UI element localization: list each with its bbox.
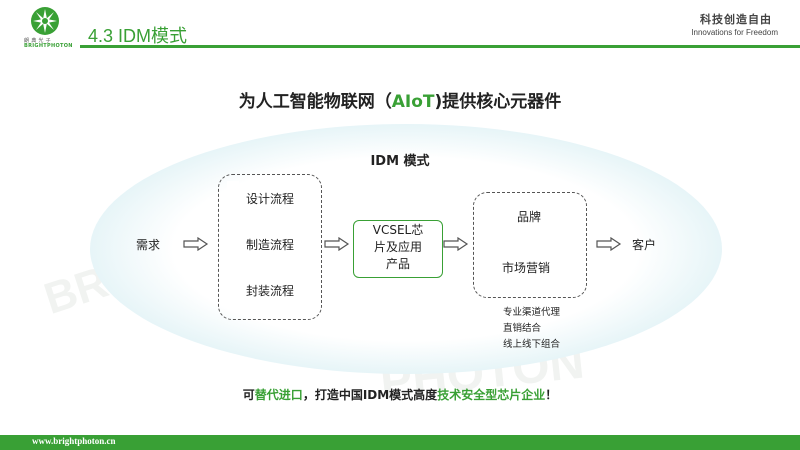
demand-label: 需求	[136, 238, 161, 252]
logo-chinese-name: 朗 典 光 子	[24, 38, 51, 44]
header-divider	[80, 45, 800, 48]
section-title: 4.3 IDM模式	[88, 26, 188, 46]
arrow-right-icon	[443, 237, 469, 251]
slogan-english: Innovations for Freedom	[691, 28, 778, 37]
marketing-sales: 市场营销	[502, 261, 551, 275]
arrow-right-icon	[183, 237, 209, 251]
customer-label: 客户	[632, 238, 657, 252]
marketing-brand: 品牌	[517, 210, 542, 224]
channel-item: 线上线下组合	[503, 339, 561, 350]
process-step-manufacture: 制造流程	[246, 238, 295, 252]
channel-item: 专业渠道代理	[503, 307, 561, 318]
process-group-divider	[227, 181, 239, 309]
product-label: VCSEL芯 片及应用 产品	[372, 223, 424, 271]
headline: 为人工智能物联网（AIoT)提供核心元器件	[238, 92, 562, 112]
diagram-title: IDM 模式	[370, 154, 430, 169]
process-step-design: 设计流程	[246, 192, 295, 206]
brightphoton-logo-icon	[31, 7, 59, 35]
website-url: www.brightphoton.cn	[32, 436, 116, 446]
headline-accent: AIoT	[391, 92, 435, 112]
logo-english-name: BRIGHTPHOTON	[24, 43, 73, 49]
slogan-chinese: 科技创造自由	[700, 13, 772, 26]
bottom-statement: 可替代进口，打造中国IDM模式高度技术安全型芯片企业！	[242, 388, 558, 402]
product-box	[353, 220, 443, 278]
channel-item: 直销结合	[503, 323, 542, 334]
arrow-right-icon	[324, 237, 350, 251]
process-step-package: 封装流程	[246, 284, 295, 298]
process-group	[218, 174, 322, 320]
arrow-right-icon	[596, 237, 622, 251]
channel-list: 专业渠道代理 直销结合 线上线下组合	[503, 305, 560, 353]
footer-bar	[0, 435, 800, 450]
marketing-group	[473, 192, 587, 298]
